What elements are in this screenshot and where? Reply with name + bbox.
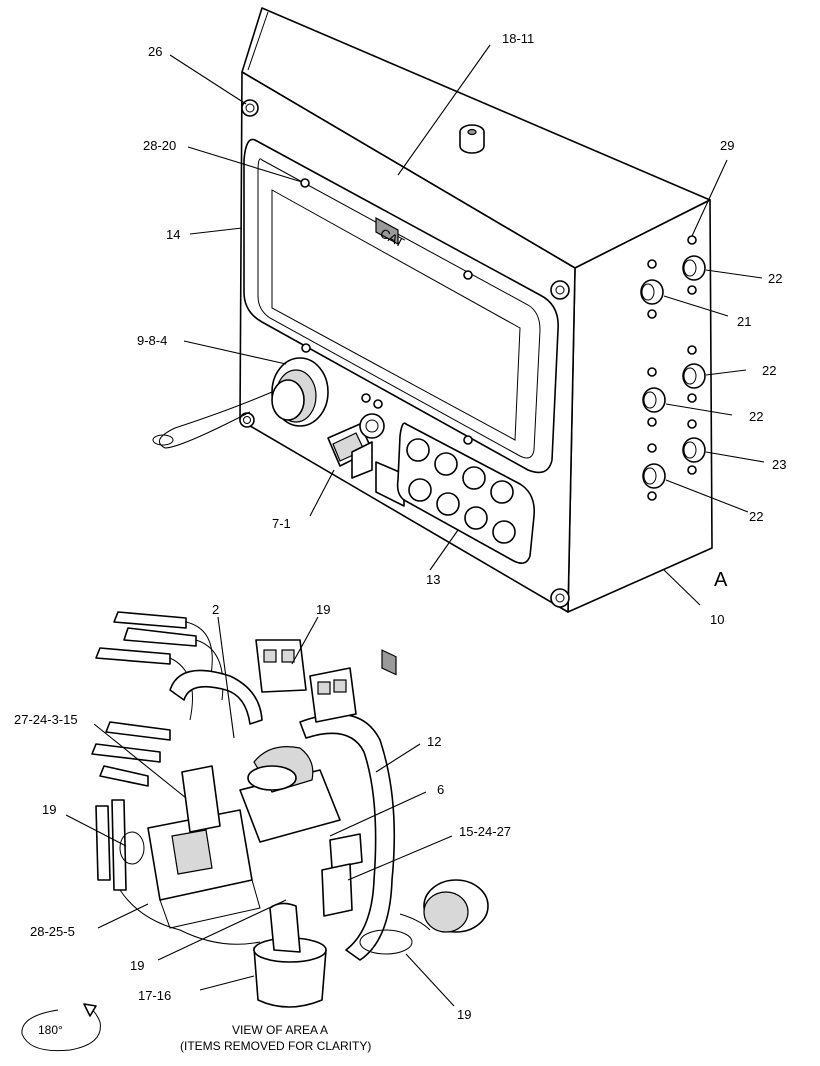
round-connector (152, 357, 329, 449)
callout-23: 23 (772, 457, 786, 472)
callout-7-1: 7-1 (272, 516, 291, 531)
callout-6: 6 (437, 782, 444, 797)
rotation-arrow-icon (21, 1003, 101, 1052)
callout-2: 2 (212, 602, 219, 617)
callout-26: 26 (148, 44, 162, 59)
callout-28-25-5: 28-25-5 (30, 924, 75, 939)
callout-17-16: 17-16 (138, 988, 171, 1003)
callout-labels: 26 18-11 28-20 29 14 22 21 9-8-4 22 22 2… (14, 31, 786, 1053)
callout-22-b: 22 (762, 363, 776, 378)
connector-plate (396, 422, 536, 564)
callout-15-24-27: 15-24-27 (459, 824, 511, 839)
callout-13: 13 (426, 572, 440, 587)
corner-screws (239, 99, 570, 608)
callout-19-a: 19 (316, 602, 330, 617)
callout-22-d: 22 (749, 509, 763, 524)
callout-12: 12 (427, 734, 441, 749)
callout-19-d: 19 (457, 1007, 471, 1022)
callout-19-b: 19 (42, 802, 56, 817)
callout-29: 29 (720, 138, 734, 153)
rotation-label: 180° (38, 1023, 63, 1037)
callout-19-c: 19 (130, 958, 144, 973)
caption-line-2: (ITEMS REMOVED FOR CLARITY) (180, 1039, 371, 1053)
upper-leaders (169, 44, 765, 606)
view-letter: A (714, 569, 728, 591)
callout-14: 14 (166, 227, 180, 242)
callout-27-24-3-15: 27-24-3-15 (14, 712, 78, 727)
callout-9-8-4: 9-8-4 (137, 333, 167, 348)
wire-leads (91, 611, 224, 787)
caption-line-1: VIEW OF AREA A (232, 1023, 328, 1037)
harness-connectors (119, 639, 489, 1008)
callout-21: 21 (737, 314, 751, 329)
callout-22-c: 22 (749, 409, 763, 424)
fuse-holder (327, 393, 405, 676)
side-connectors (640, 235, 706, 501)
callout-18-11: 18-11 (502, 31, 534, 46)
callout-10: 10 (710, 612, 724, 627)
display-frame: CAT (243, 138, 559, 474)
lower-leaders (65, 616, 455, 1007)
callout-22-a: 22 (768, 271, 782, 286)
harness-loop (95, 669, 396, 961)
callout-28-20: 28-20 (143, 138, 176, 153)
